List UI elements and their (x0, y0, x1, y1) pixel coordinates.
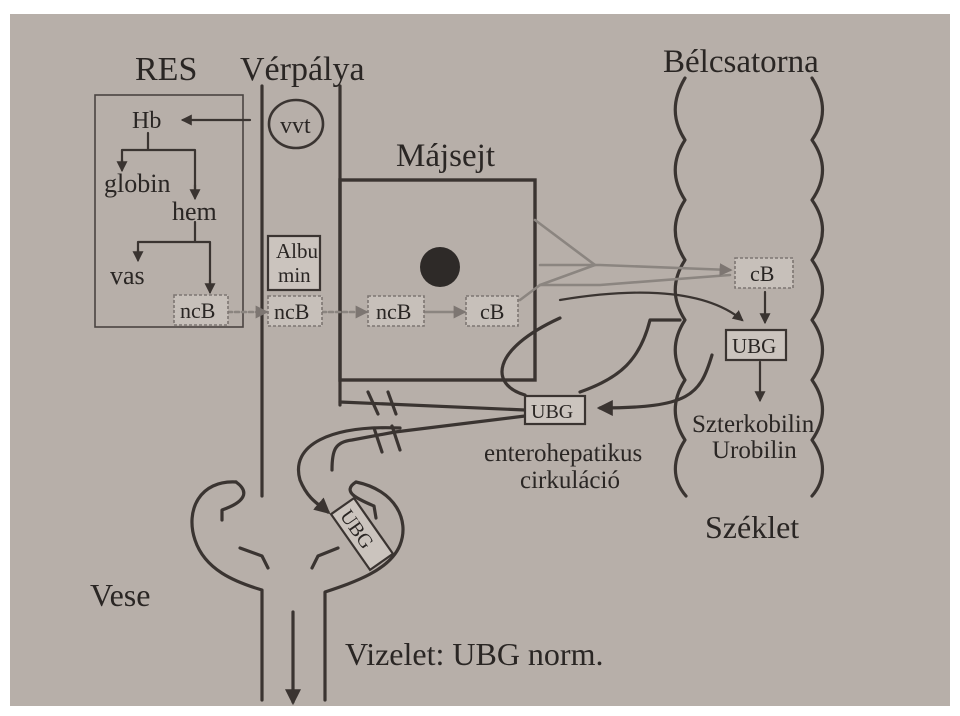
entero-label-line2: cirkuláció (520, 467, 620, 494)
albumin-label-line1: Albu (276, 239, 319, 263)
gut-to-portal-ubg-arrow (596, 353, 714, 416)
duct-to-ubg-arrow (558, 291, 744, 322)
ubg-gut-box (724, 328, 788, 362)
kidney-tubule-right (310, 546, 340, 570)
ncb-liver-label: ncB (376, 299, 411, 324)
ubg-kidney-box (329, 496, 395, 572)
bile-duct-wedge (533, 218, 598, 287)
cb-gut-label: cB (750, 261, 774, 286)
verpalya-label: Vérpálya (240, 51, 365, 88)
vvt-oval (267, 98, 325, 150)
vvt-label: vvt (280, 113, 311, 139)
valve-mark-1 (366, 390, 398, 416)
albumin-label-line2: min (278, 263, 311, 287)
majsejt-label: Májsejt (396, 138, 495, 174)
hem-branch-lines (136, 220, 212, 292)
gut-wall-left (673, 76, 688, 498)
ncb-res-label: ncB (180, 298, 215, 323)
ncb-liver-box (367, 295, 425, 327)
kidney-inner-left (220, 480, 246, 522)
szeklet-label: Széklet (705, 509, 799, 545)
res-box (94, 94, 244, 328)
bile-duct-upper (538, 263, 733, 277)
liver-cell-box (338, 178, 537, 382)
liver-loop-line (578, 318, 682, 394)
kidney-right-outline (323, 480, 405, 702)
globin-label: globin (104, 169, 170, 198)
ubg-portal-label: UBG (531, 401, 573, 423)
kidney-tubule-left (238, 546, 270, 570)
cb-liver-label: cB (480, 299, 504, 324)
vessel-to-kidney-line-a (330, 414, 527, 472)
vas-label: vas (110, 261, 145, 290)
ncb-blood-box (267, 295, 323, 327)
kidney-left-outline (190, 480, 264, 702)
paper-background (10, 14, 950, 706)
hb-branch-lines (120, 131, 197, 198)
liver-nucleus (420, 247, 460, 287)
hb-label: Hb (132, 108, 161, 134)
ubg-gut-label: UBG (732, 334, 776, 358)
kidney-inner-right (348, 480, 378, 520)
ncb-res-box (173, 294, 229, 326)
hem-label: hem (172, 197, 217, 226)
ncb-blood-label: ncB (274, 299, 309, 324)
cb-gut-box (734, 257, 794, 289)
vizelet-label: Vizelet: UBG norm. (345, 636, 603, 672)
albumin-box (266, 234, 322, 292)
res-label: RES (135, 51, 197, 88)
gut-wall-right (810, 76, 824, 498)
belcsatorna-label: Bélcsatorna (663, 44, 819, 80)
portal-to-liver-line (500, 316, 562, 397)
cb-liver-box (465, 295, 519, 327)
sterco-label-line2: Urobilin (712, 437, 797, 464)
sterco-label-line1: Szterkobilin (692, 411, 815, 438)
bile-duct-lower (518, 273, 732, 302)
entero-label-line1: enterohepatikus (484, 440, 642, 467)
entero-to-kidney-arrow (296, 426, 402, 515)
ubg-portal-box (523, 394, 587, 426)
valve-mark-2 (372, 424, 402, 454)
portal-to-vessel-line (338, 400, 527, 412)
vese-label: Vese (90, 577, 150, 613)
